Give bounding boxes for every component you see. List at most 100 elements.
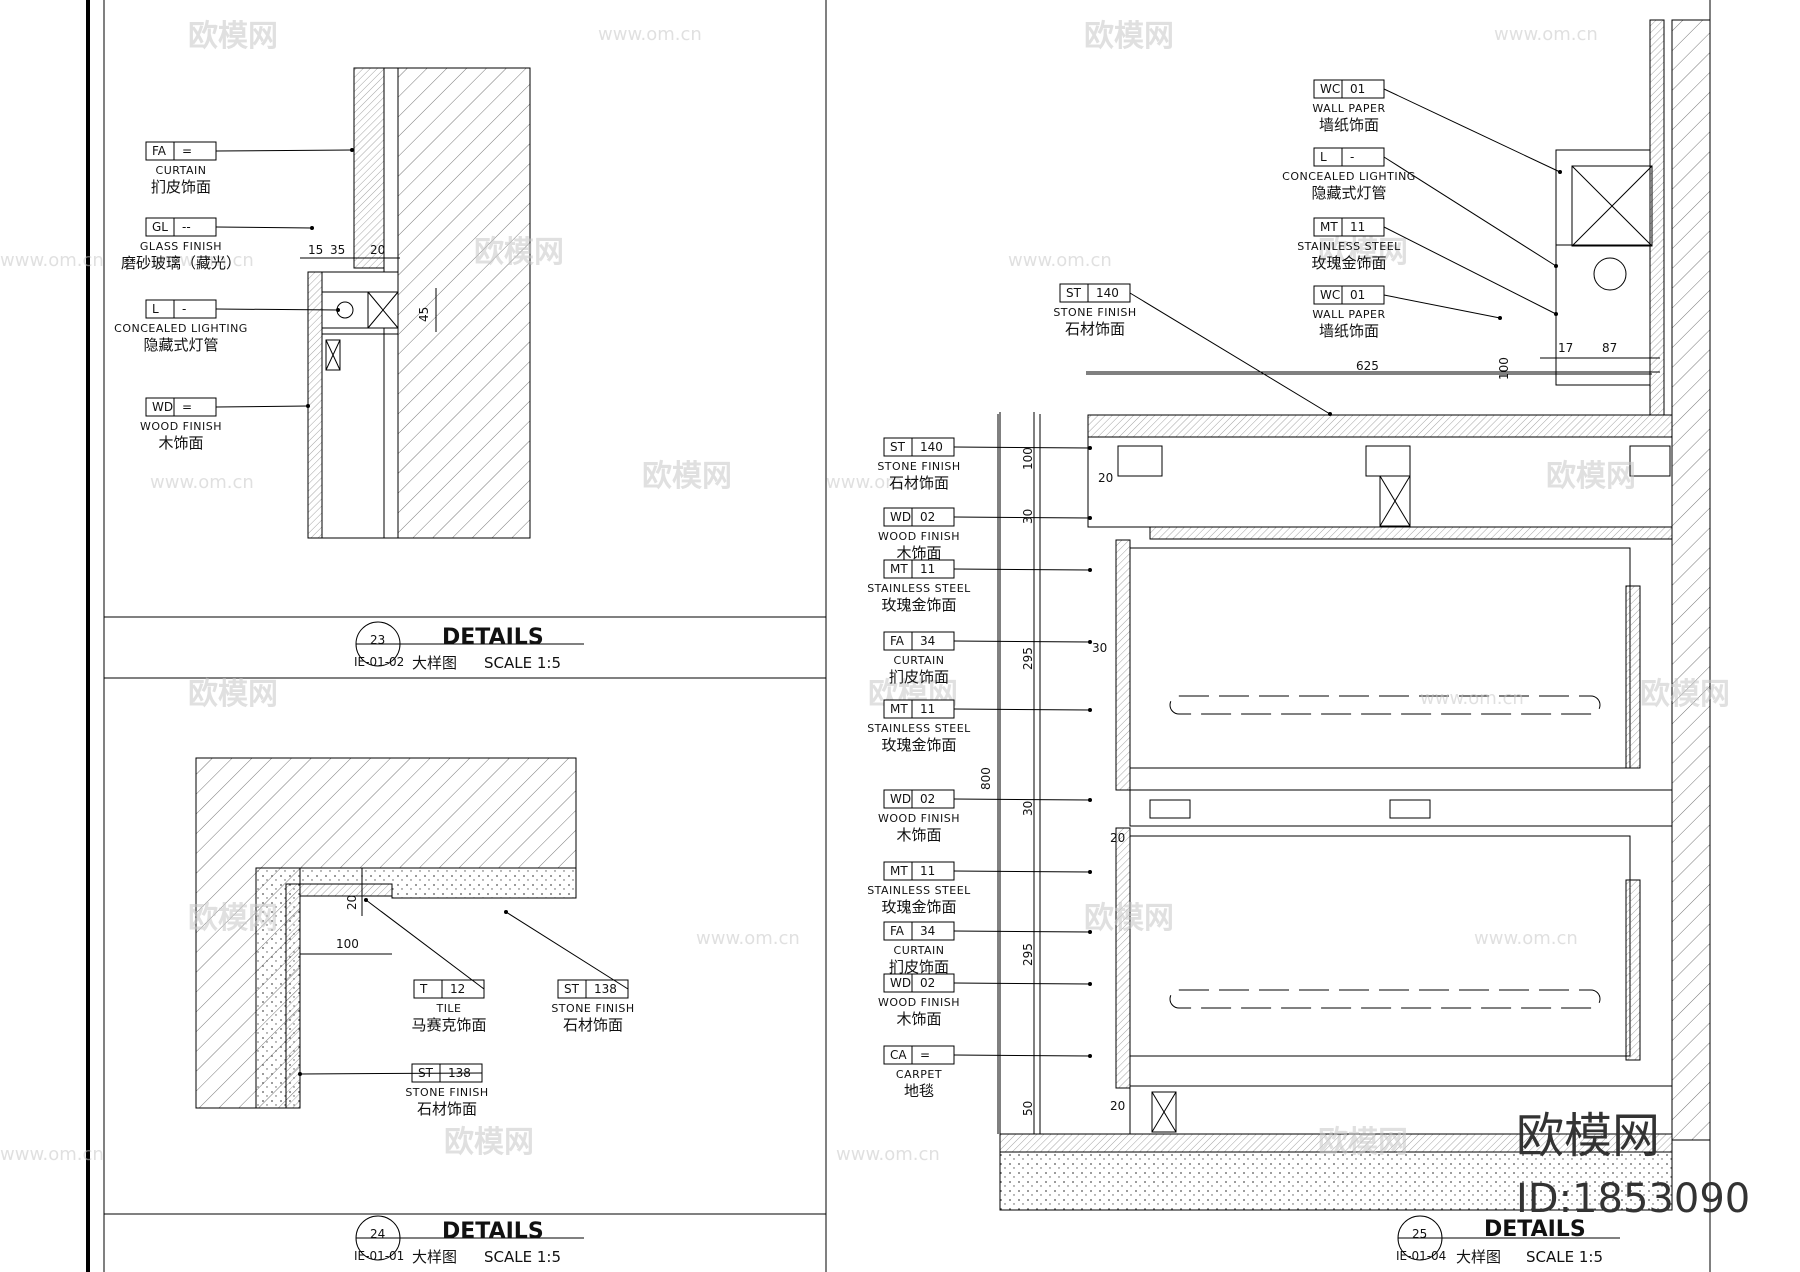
title-block-25: 25 IE-01-04 DETAILS 大样图 SCALE 1:5 — [1396, 1215, 1620, 1266]
tag-code: MT — [890, 702, 908, 716]
leader-arrow — [1498, 316, 1502, 320]
watermark-logo: 欧模网 — [188, 901, 278, 936]
tag-code: CA — [890, 1048, 907, 1062]
tag-number: 11 — [920, 562, 935, 576]
tag-number: 12 — [450, 982, 465, 996]
leader-arrow — [1088, 708, 1092, 712]
detail-24-dimensions: 20 100 — [300, 868, 392, 955]
detail-scale: SCALE 1:5 — [1526, 1248, 1603, 1266]
dim-text: 100 — [1497, 357, 1511, 380]
tag-code: WC — [1320, 288, 1340, 302]
dim-text: 87 — [1602, 341, 1617, 355]
tag-chinese-label: 墙纸饰面 — [1319, 322, 1379, 340]
tag-number: 02 — [920, 510, 935, 524]
tag-number: = — [182, 400, 192, 414]
leader-arrow — [1554, 312, 1558, 316]
tag-number: 138 — [594, 982, 617, 996]
tag-chinese-label: 木饰面 — [896, 544, 941, 562]
dim-text: 15 — [308, 243, 323, 257]
dim-text: 30 — [1092, 641, 1107, 655]
leader-arrow — [336, 308, 340, 312]
tag-english-label: STONE FINISH — [1053, 306, 1136, 319]
dim-text: 20 — [370, 243, 385, 257]
tag-english-label: STAINLESS STEEL — [867, 722, 971, 735]
tag-english-label: CARPET — [896, 1068, 942, 1081]
detail-number: 23 — [370, 633, 385, 647]
tag-code: WD — [890, 976, 911, 990]
watermark-logo: 欧模网 — [1640, 677, 1730, 712]
tag-number: 11 — [920, 702, 935, 716]
detail-23-drawing — [307, 67, 531, 539]
watermark-url: www.om.cn — [836, 1144, 940, 1165]
leader-arrow — [1088, 640, 1092, 644]
tag-english-label: WOOD FINISH — [878, 812, 960, 825]
tag-english-label: WOOD FINISH — [878, 530, 960, 543]
tag-english-label: CURTAIN — [894, 944, 945, 957]
tag-number: 01 — [1350, 82, 1365, 96]
tag-code: MT — [1320, 220, 1338, 234]
watermark-url: www.om.cn — [1420, 688, 1524, 709]
title-block-23: 23 IE-01-02 DETAILS 大样图 SCALE 1:5 — [354, 621, 584, 672]
watermark-logo: 欧模网 — [444, 1125, 534, 1160]
watermark-logo: 欧模网 — [642, 459, 732, 494]
leader-arrow — [1554, 264, 1558, 268]
tag-chinese-label: 地毯 — [904, 1082, 934, 1100]
tag-number: 02 — [920, 976, 935, 990]
tag-number: 140 — [920, 440, 943, 454]
detail-title: DETAILS — [442, 625, 544, 650]
tag-number: - — [1350, 150, 1354, 164]
tag-chinese-label: 扪皮饰面 — [151, 178, 211, 196]
tag-english-label: WALL PAPER — [1312, 308, 1385, 321]
dim-text: 100 — [336, 937, 359, 951]
watermark-logo: 欧模网 — [1546, 459, 1636, 494]
tag-code: FA — [890, 924, 905, 938]
dim-text: 625 — [1356, 359, 1379, 373]
tag-number: 34 — [920, 924, 935, 938]
detail-subtitle: 大样图 — [412, 654, 457, 672]
tag-chinese-label: 石材饰面 — [563, 1016, 623, 1034]
tag-chinese-label: 隐藏式灯管 — [1311, 184, 1386, 202]
tag-english-label: STAINLESS STEEL — [867, 884, 971, 897]
tag-code: ST — [890, 440, 906, 454]
tag-english-label: GLASS FINISH — [140, 240, 222, 253]
watermark-url: www.om.cn — [1008, 250, 1112, 271]
tag-chinese-label: 扪皮饰面 — [889, 958, 949, 976]
dim-text: 20 — [1110, 831, 1125, 845]
leader-arrow — [350, 148, 354, 152]
leader-arrow — [1088, 982, 1092, 986]
watermark-logo-text: 欧模网 — [1516, 1108, 1660, 1164]
tag-code: T — [419, 982, 428, 996]
detail-ref: IE-01-04 — [1396, 1249, 1446, 1263]
tag-number: 02 — [920, 792, 935, 806]
tag-chinese-label: 木饰面 — [158, 434, 203, 452]
detail-24-drawing — [195, 757, 577, 1109]
watermark-logo: 欧模网 — [1084, 19, 1174, 54]
watermark-url: www.om.cn — [1474, 928, 1578, 949]
leader-arrow — [1328, 412, 1332, 416]
dim-text: 17 — [1558, 341, 1573, 355]
tag-code: L — [152, 302, 159, 316]
tag-number: 34 — [920, 634, 935, 648]
detail-subtitle: 大样图 — [1456, 1248, 1501, 1266]
leader-arrow — [1088, 1054, 1092, 1058]
detail-25-dimensions: 625 100 17 87 100 30 295 800 30 295 50 3… — [979, 341, 1660, 1134]
watermark-url: www.om.cn — [150, 472, 254, 493]
detail-ref: IE-01-02 — [354, 655, 404, 669]
tag-english-label: STAINLESS STEEL — [1297, 240, 1401, 253]
tag-chinese-label: 隐藏式灯管 — [143, 336, 218, 354]
